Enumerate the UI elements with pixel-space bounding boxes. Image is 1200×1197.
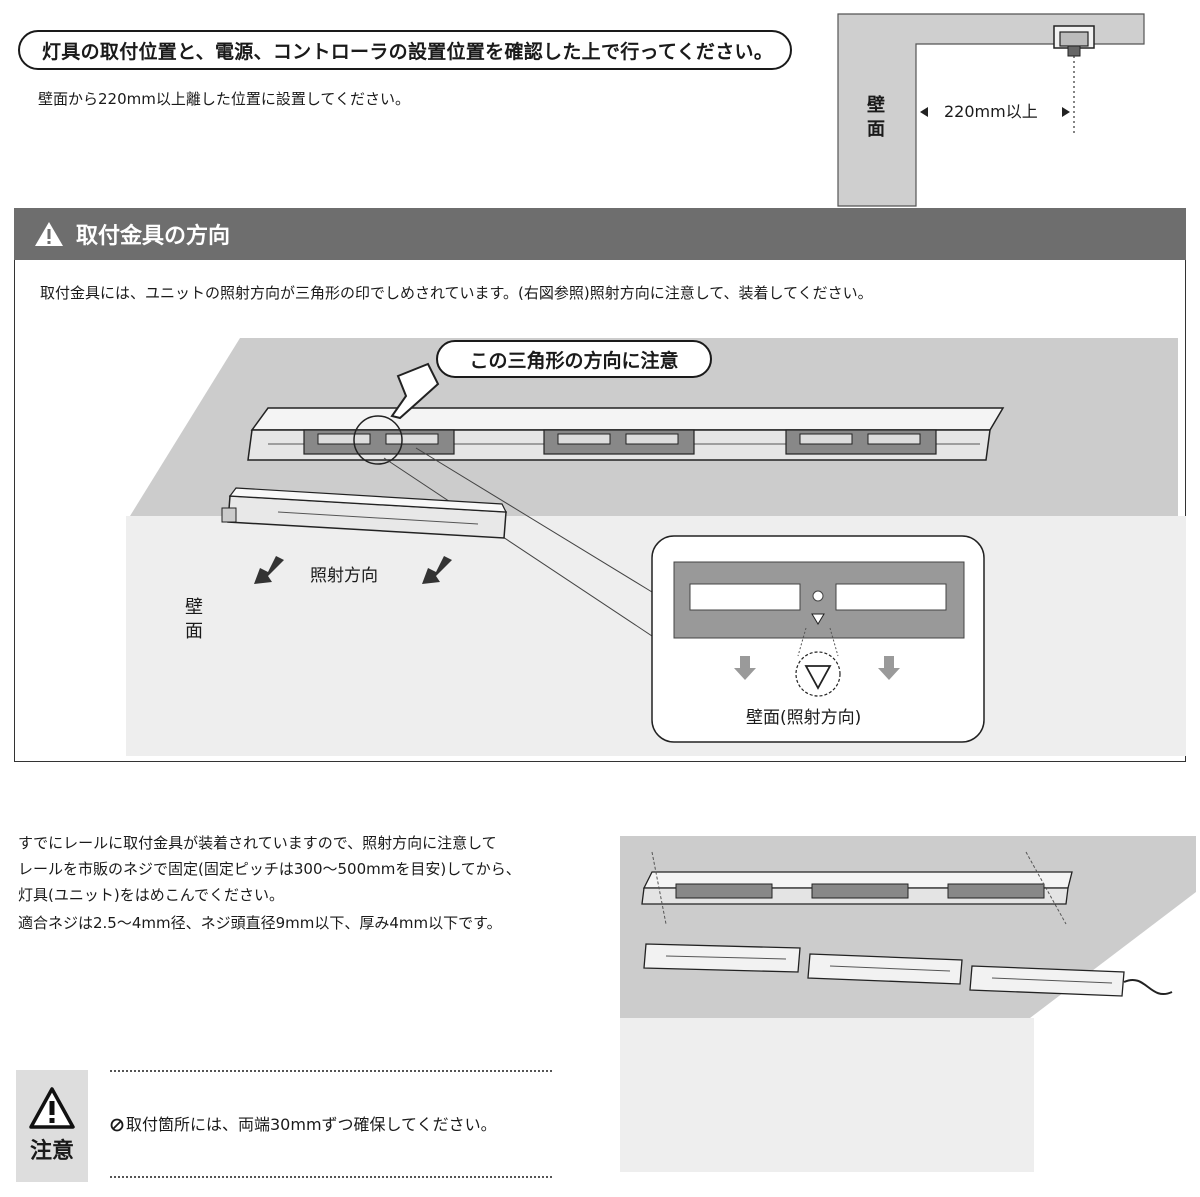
warning-body: 取付金具には、ユニットの照射方向が三角形の印でしめされています。(右図参照)照射…: [40, 284, 873, 302]
wall-plane: [620, 1018, 1034, 1172]
direction-arrow-icon: [422, 556, 452, 584]
header-instruction: 灯具の取付位置と、電源、コントローラの設置位置を確認した上で行ってください。: [18, 30, 792, 70]
install-illustration: [620, 836, 1196, 1172]
install-line: すでにレールに取付金具が装着されていますので、照射方向に注意して: [18, 834, 497, 852]
mounting-bracket: [785, 429, 937, 455]
light-unit: [807, 953, 963, 985]
screw-icon: [651, 851, 1067, 925]
direction-arrow-icon: [254, 556, 284, 584]
mounting-bracket: [543, 429, 695, 455]
install-line: レールを市販のネジで固定(固定ピッチは300～500mmを目安)してから、: [18, 860, 521, 878]
rail-profile-icon: [1053, 25, 1095, 57]
caution-note: 取付箇所には、両端30mmずつ確保してください。: [110, 1112, 497, 1138]
pointing-hand-icon: [390, 362, 440, 420]
distance-label: 220mm以上: [944, 102, 1038, 121]
detail-caption: 壁面(照射方向): [746, 708, 862, 728]
triangle-callout: この三角形の方向に注意: [436, 340, 712, 378]
warning-triangle-icon: [29, 1087, 75, 1129]
light-unit: [643, 943, 801, 973]
top-wall-label: 壁面: [867, 95, 885, 140]
divider: [110, 1070, 552, 1072]
light-unit: [969, 965, 1173, 997]
warning-header: 取付金具の方向: [14, 208, 1186, 260]
triangle-callout-text: この三角形の方向に注意: [469, 349, 679, 372]
distance-note: 壁面から220mm以上離した位置に設置してください。: [38, 90, 410, 108]
direction-label: 照射方向: [310, 566, 378, 586]
screw-spec: 適合ネジは2.5～4mm径、ネジ頭直径9mm以下、厚み4mm以下です。: [18, 914, 502, 932]
direction-arrow-icon: [878, 656, 900, 680]
header-instruction-text: 灯具の取付位置と、電源、コントローラの設置位置を確認した上で行ってください。: [42, 40, 774, 63]
warning-triangle-icon: [34, 221, 64, 247]
light-unit: [221, 487, 508, 539]
wall-distance-diagram: [837, 13, 1145, 207]
direction-arrow-icon: [734, 656, 756, 680]
prohibition-icon: [110, 1118, 124, 1132]
warning-title: 取付金具の方向: [76, 224, 231, 249]
rail: [247, 407, 1005, 461]
rail: [641, 871, 1073, 905]
caution-text: 取付箇所には、両端30mmずつ確保してください。: [126, 1115, 497, 1134]
mounting-illustration: [126, 338, 1186, 756]
wall-label: 壁面: [185, 597, 203, 642]
caution-badge: 注意: [16, 1070, 88, 1182]
detail-bracket-closeup: [673, 561, 965, 639]
divider: [110, 1176, 552, 1178]
install-line: 灯具(ユニット)をはめこんでください。: [18, 886, 284, 904]
caution-label: 注意: [29, 1139, 74, 1164]
mounting-bracket: [303, 429, 455, 455]
install-instructions: すでにレールに取付金具が装着されていますので、照射方向に注意して レールを市販の…: [18, 830, 521, 908]
